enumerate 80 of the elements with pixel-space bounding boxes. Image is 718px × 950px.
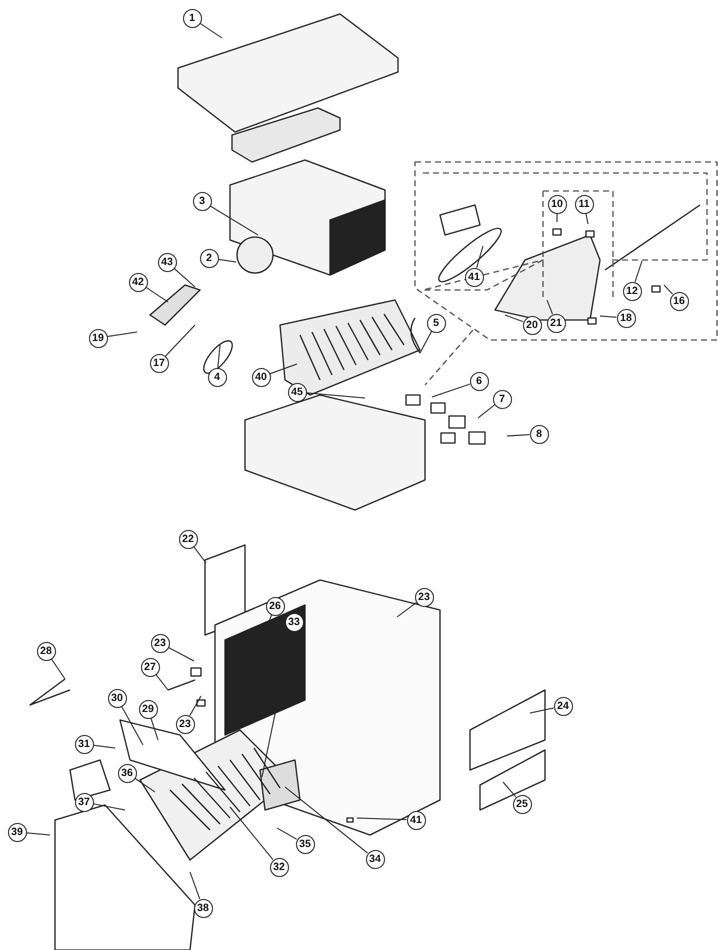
callout-number: 18	[616, 308, 636, 328]
leader-line	[502, 782, 516, 798]
leader-line	[150, 718, 158, 740]
leader-line	[121, 706, 144, 746]
leader-line	[155, 674, 168, 690]
leader-line	[600, 316, 618, 318]
leader-line	[189, 696, 202, 716]
callout-number: 43	[158, 252, 176, 272]
leader-line	[174, 268, 196, 288]
leader-line	[217, 344, 220, 368]
callout-number: 39	[8, 822, 26, 842]
callout-number: 8	[530, 424, 548, 444]
leader-line	[269, 364, 298, 374]
leader-line	[546, 300, 554, 315]
callout-number: 3	[192, 192, 212, 210]
callout-number: 42	[128, 272, 148, 292]
leader-line	[145, 286, 168, 302]
callout-number: 17	[150, 354, 168, 372]
leader-line	[230, 806, 274, 860]
leader-line	[168, 646, 194, 662]
callout-number: 11	[574, 194, 594, 214]
callout-number: 22	[178, 530, 198, 548]
leader-line	[284, 786, 368, 854]
callout-number: 28	[36, 642, 56, 660]
callout-number: 30	[108, 688, 126, 708]
leader-line	[504, 314, 524, 322]
callout-number: 41	[406, 810, 426, 830]
leader-line	[276, 828, 298, 840]
leader-line	[664, 284, 673, 295]
callout-number: 2	[200, 248, 218, 268]
leader-line	[218, 258, 236, 262]
leader-line	[92, 803, 126, 810]
callout-number: 31	[74, 734, 94, 754]
callout-number: 41	[464, 268, 484, 286]
callout-number: 23	[150, 634, 170, 652]
leader-line	[193, 546, 206, 564]
callout-number: 23	[414, 588, 434, 606]
leader-line	[476, 246, 484, 268]
callout-number: 36	[118, 764, 136, 782]
leader-line	[134, 778, 156, 792]
callout-number: 34	[366, 850, 384, 868]
callout-number: 38	[194, 898, 212, 918]
leader-line	[50, 658, 66, 680]
leader-line	[506, 434, 530, 436]
leader-line	[306, 392, 366, 398]
callout-number: 45	[288, 382, 306, 402]
callout-number: 29	[138, 700, 158, 718]
callout-number: 24	[554, 696, 572, 716]
callout-number: 19	[88, 328, 108, 348]
leader-line	[420, 330, 432, 354]
callout-number: 1	[182, 8, 202, 28]
leader-line	[199, 22, 222, 38]
callout-number: 7	[492, 390, 512, 408]
leader-line	[585, 212, 588, 224]
callout-number: 12	[622, 282, 642, 300]
callout-number: 4	[208, 368, 226, 386]
leader-line	[165, 324, 196, 357]
callout-number: 32	[270, 858, 288, 876]
callout-number: 35	[296, 834, 314, 854]
callout-number: 16	[670, 292, 688, 310]
callout-number: 10	[548, 194, 566, 214]
callout-number: 23	[176, 714, 194, 734]
leader-line	[556, 213, 558, 222]
leader-line	[478, 404, 496, 418]
leader-line	[190, 872, 200, 900]
leader-line	[396, 602, 417, 618]
leader-line	[26, 832, 50, 836]
leader-line	[106, 332, 138, 338]
leader-line	[634, 260, 642, 282]
callout-number: 27	[140, 658, 160, 676]
leader-line	[92, 744, 116, 748]
callout-number: 5	[426, 314, 446, 332]
leader-line	[530, 707, 554, 714]
callout-number: 40	[252, 368, 270, 386]
leader-line	[356, 818, 407, 820]
callout-number: 6	[470, 372, 488, 390]
callout-number: 25	[512, 794, 532, 814]
leader-line	[210, 205, 258, 236]
leader-line	[432, 384, 470, 398]
callout-number: 20	[522, 316, 542, 334]
